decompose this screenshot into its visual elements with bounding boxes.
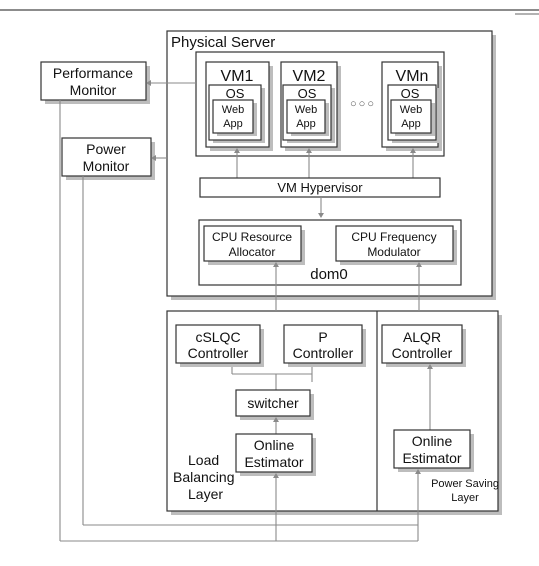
performance-monitor-line2: Monitor bbox=[70, 82, 117, 98]
vm-ellipsis: ○○○ bbox=[350, 98, 376, 110]
performance-monitor-line1: Performance bbox=[53, 65, 133, 81]
p-controller-box bbox=[283, 324, 363, 364]
power-monitor-box bbox=[61, 137, 152, 177]
lb-layer-label-line2: Balancing bbox=[173, 469, 235, 485]
cpu-frequency-modulator-line2: Modulator bbox=[367, 245, 420, 259]
lb-layer-label-line1: Load bbox=[188, 452, 219, 468]
ps-online-estimator-line2: Estimator bbox=[402, 450, 461, 466]
ps-online-estimator-line1: Online bbox=[412, 433, 453, 449]
vm2-os: OS bbox=[298, 86, 317, 101]
p-controller-line2: Controller bbox=[293, 345, 354, 361]
cslqc-controller-line1: cSLQC bbox=[195, 329, 240, 345]
dom0-label: dom0 bbox=[310, 266, 348, 283]
vm1-name: VM1 bbox=[221, 68, 254, 85]
power-monitor-line2: Monitor bbox=[83, 158, 130, 174]
physical-server-title: Physical Server bbox=[171, 34, 275, 51]
ps-layer-label-line1: Power Saving bbox=[431, 478, 499, 490]
lb-layer-label-line3: Layer bbox=[188, 486, 223, 502]
vm1-os: OS bbox=[226, 86, 245, 101]
alqr-controller-box bbox=[381, 324, 463, 364]
performance-monitor-box bbox=[40, 61, 147, 101]
vm2-app: App bbox=[296, 118, 316, 130]
alqr-controller-line2: Controller bbox=[392, 345, 453, 361]
cpu-resource-allocator-box bbox=[203, 225, 302, 262]
vmn-os: OS bbox=[401, 86, 420, 101]
ps-layer-label-line2: Layer bbox=[451, 492, 479, 504]
switcher-label: switcher bbox=[247, 395, 299, 411]
vmn-web: Web bbox=[400, 104, 422, 116]
vm2-name: VM2 bbox=[293, 68, 326, 85]
alqr-controller-line1: ALQR bbox=[403, 329, 441, 345]
vm1: VM1 OS Web App bbox=[205, 61, 273, 151]
cpu-frequency-modulator-box bbox=[335, 225, 454, 262]
cpu-resource-allocator-line2: Allocator bbox=[229, 245, 276, 259]
vm-hypervisor-label: VM Hypervisor bbox=[277, 180, 363, 195]
lb-online-estimator-line2: Estimator bbox=[244, 454, 303, 470]
vm2: VM2 OS Web App bbox=[280, 61, 341, 151]
lb-online-estimator-box bbox=[235, 433, 313, 473]
vm1-app: App bbox=[223, 118, 243, 130]
cslqc-controller-line2: Controller bbox=[188, 345, 249, 361]
vmn: VMn OS Web App bbox=[381, 61, 442, 151]
vm2-web: Web bbox=[295, 104, 317, 116]
vm-hypervisor-box bbox=[199, 177, 441, 198]
vmn-app: App bbox=[401, 118, 421, 130]
p-controller-line1: P bbox=[318, 329, 327, 345]
vmn-name: VMn bbox=[396, 68, 429, 85]
cpu-frequency-modulator-line1: CPU Frequency bbox=[351, 230, 436, 244]
ps-online-estimator-box bbox=[393, 429, 471, 469]
power-monitor-line1: Power bbox=[86, 141, 126, 157]
cslqc-controller-box bbox=[175, 324, 261, 364]
lb-online-estimator-line1: Online bbox=[254, 437, 295, 453]
vm1-web: Web bbox=[222, 104, 244, 116]
cpu-resource-allocator-line1: CPU Resource bbox=[212, 230, 292, 244]
switcher-box bbox=[235, 389, 311, 417]
